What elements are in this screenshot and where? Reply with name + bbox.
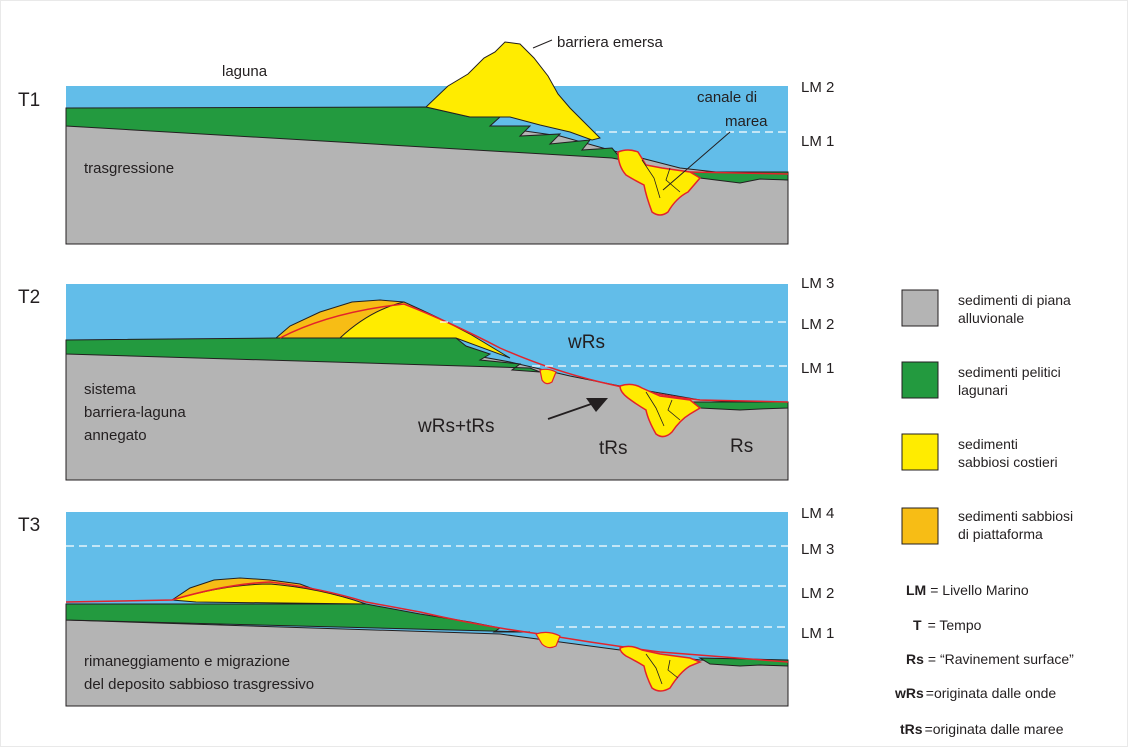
panel-t1: T1 laguna barriera emersa canale di mare… [18,34,834,245]
t3-substrate [65,619,789,707]
t3-tidal-channel [619,645,703,692]
abbr-trs: tRs=originata dalle maree [900,721,1064,737]
legend-substrate-line1: sedimenti di piana [958,292,1071,308]
t2-channel-fill-lines [645,391,681,427]
abbr-wrs: wRs=originata dalle onde [894,685,1056,701]
legend-lagoon-line1: sedimenti pelitici [958,364,1061,380]
yellow-swatch-icon [901,433,939,471]
legend: sedimenti di piana alluvionale sedimenti… [894,289,1074,737]
abbr-rs: Rs= “Ravinement surface” [906,651,1074,667]
t1-leader-barrier [532,39,553,49]
t2-wrs-label: wRs [567,332,605,353]
t2-process-label-3: annegato [84,427,147,444]
t1-channel-fill-lines [641,159,681,199]
orange-swatch-icon [901,507,939,545]
t3-ravinement-line [65,581,789,663]
t3-process-label-1: rimaneggiamento e migrazione [84,653,290,670]
t2-rs-label: Rs [730,436,753,457]
gray-swatch-icon [901,289,939,327]
t2-sea-level-lm2: LM 2 [801,316,834,333]
t1-tidal-channel [617,149,702,216]
t2-small-scour [539,368,557,385]
t1-channel-label-2: marea [725,113,768,130]
legend-coastal-line1: sedimenti [958,436,1018,452]
t2-process-label-1: sistema [84,381,136,398]
t2-wrs-trs-label: wRs+tRs [417,416,495,437]
legend-shelf-line1: sedimenti sabbiosi [958,508,1073,524]
legend-shelf-line2: di piattaforma [958,526,1043,542]
t2-tidal-channel [619,383,702,438]
t3-sea-level-lm3: LM 3 [801,541,834,558]
abbr-lm: LM= Livello Marino [906,582,1029,598]
t2-substrate [65,353,789,481]
t3-time-label: T3 [18,515,40,536]
t2-sea-level-lm3: LM 3 [801,275,834,292]
abbr-t: T= Tempo [913,617,982,633]
t1-ravinement-line [689,171,789,175]
legend-substrate-line2: alluvionale [958,310,1024,326]
legend-coastal-line2: sabbiosi costieri [958,454,1058,470]
panel-t3: T3 rimaneggiamento e migrazione del depo… [18,505,834,707]
t1-sea-level-lm2: LM 2 [801,79,834,96]
t3-process-label-2: del deposito sabbioso trasgressivo [84,676,314,693]
t1-barrier-label: barriera emersa [557,34,664,51]
t1-emerged-barrier [424,41,601,141]
t1-lagoon-label: laguna [222,63,268,80]
t1-leader-channel [662,131,731,191]
t3-small-scour [535,631,561,649]
t2-arrow-shaft [547,402,595,420]
t1-channel-label-1: canale di [697,89,757,106]
t2-time-label: T2 [18,287,40,308]
t2-sea-level-lm1: LM 1 [801,360,834,377]
legend-lagoon-line2: lagunari [958,382,1008,398]
t3-sea-level-lm1: LM 1 [801,625,834,642]
t1-time-label: T1 [18,90,40,111]
t3-sea-level-lm2: LM 2 [801,585,834,602]
t3-sea-level-lm4: LM 4 [801,505,834,522]
t3-channel-fill-lines [645,653,679,685]
t2-process-label-2: barriera-laguna [84,404,186,421]
t1-sea-level-lm1: LM 1 [801,133,834,150]
green-swatch-icon [901,361,939,399]
t2-arrow-head-icon [586,398,608,412]
t2-trs-label: tRs [599,438,628,459]
panel-t2: T2 wRs wRs+tRs tRs Rs sistema barriera-l… [18,275,834,481]
t1-process-label: trasgressione [84,160,174,177]
